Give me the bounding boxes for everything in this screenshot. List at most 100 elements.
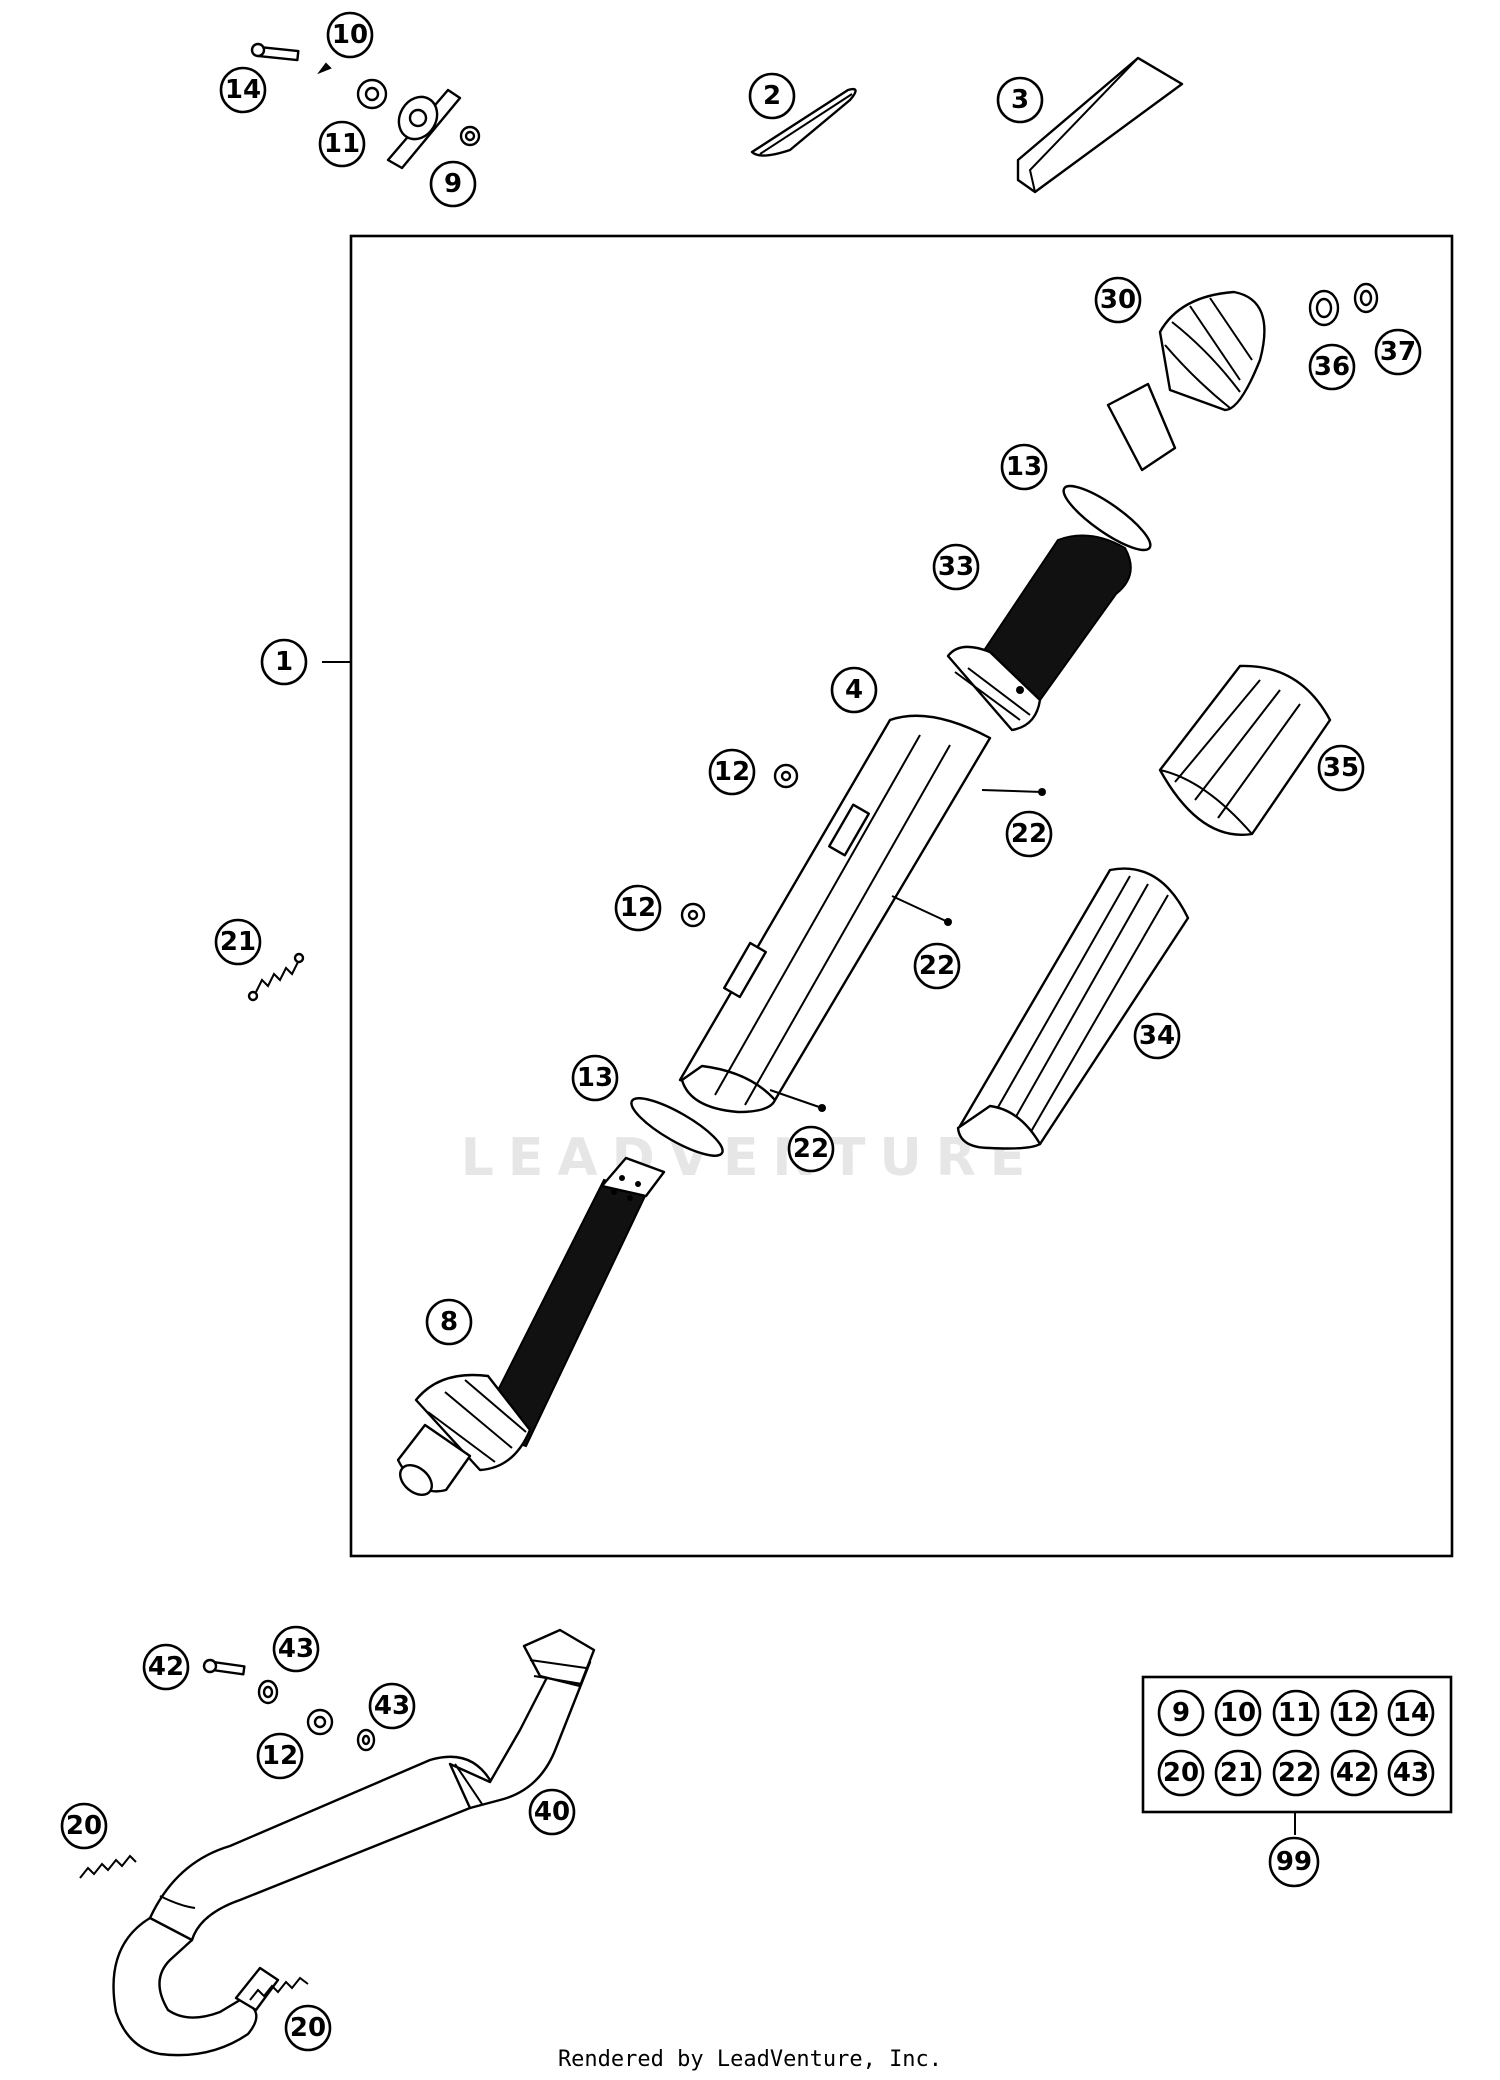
callout-8: 8: [425, 1298, 473, 1346]
svg-text:10: 10: [1220, 1698, 1256, 1728]
svg-text:14: 14: [1393, 1698, 1429, 1728]
callout-30: 30: [1094, 276, 1142, 324]
svg-text:11: 11: [1278, 1698, 1314, 1728]
nut-37: [1353, 282, 1379, 314]
kit-item-11: 11: [1272, 1689, 1320, 1737]
svg-text:22: 22: [1278, 1758, 1314, 1788]
kit-item-10: 10: [1214, 1689, 1262, 1737]
screw-22-top: [981, 788, 1046, 796]
svg-text:35: 35: [1323, 753, 1359, 783]
callout-37: 37: [1374, 328, 1422, 376]
svg-text:1: 1: [275, 647, 293, 677]
svg-text:43: 43: [1393, 1758, 1429, 1788]
callout-43-b: 43: [368, 1682, 416, 1730]
svg-text:43: 43: [374, 1691, 410, 1721]
svg-text:13: 13: [1006, 452, 1042, 482]
svg-text:21: 21: [220, 927, 256, 957]
svg-text:20: 20: [66, 1811, 102, 1841]
callout-1: 1: [260, 638, 308, 686]
kit-item-9: 9: [1157, 1689, 1205, 1737]
callout-4: 4: [830, 666, 878, 714]
callout-22-middle: 22: [913, 942, 961, 990]
svg-text:11: 11: [324, 129, 360, 159]
callout-12-header: 12: [256, 1732, 304, 1780]
svg-text:21: 21: [1220, 1758, 1256, 1788]
callout-20-upper: 20: [60, 1802, 108, 1850]
svg-text:8: 8: [440, 1307, 458, 1337]
callout-33: 33: [932, 543, 980, 591]
kit-item-43: 43: [1387, 1749, 1435, 1797]
o-ring-13-lower: [630, 1097, 724, 1157]
svg-text:10: 10: [332, 20, 368, 50]
svg-text:4: 4: [845, 675, 863, 705]
svg-text:33: 33: [938, 552, 974, 582]
callout-3: 3: [996, 76, 1044, 124]
bolt-14: [250, 42, 300, 62]
washer-43-a: [257, 1679, 279, 1705]
washer-36: [1308, 289, 1340, 327]
svg-text:20: 20: [290, 2013, 326, 2043]
silencer-assembly-frame: [349, 234, 1454, 1558]
watermark: LEADVENTURE: [461, 1128, 1040, 1188]
callout-21: 21: [214, 918, 262, 966]
svg-text:12: 12: [262, 1741, 298, 1771]
callout-20-lower: 20: [284, 2004, 332, 2052]
callout-43-a: 43: [272, 1625, 320, 1673]
kit-item-22: 22: [1272, 1749, 1320, 1797]
svg-text:22: 22: [919, 951, 955, 981]
callout-13-upper: 13: [1000, 443, 1048, 491]
callout-2: 2: [748, 72, 796, 120]
callout-22-top: 22: [1005, 810, 1053, 858]
kit-item-12: 12: [1330, 1689, 1378, 1737]
svg-text:9: 9: [1172, 1698, 1190, 1728]
svg-text:22: 22: [793, 1134, 829, 1164]
svg-text:12: 12: [620, 893, 656, 923]
svg-text:37: 37: [1380, 337, 1416, 367]
washer-10: [317, 62, 332, 75]
svg-text:40: 40: [534, 1797, 570, 1827]
nut-12-header: [306, 1708, 334, 1736]
svg-text:34: 34: [1139, 1021, 1175, 1051]
callout-40: 40: [528, 1788, 576, 1836]
svg-text:36: 36: [1314, 352, 1350, 382]
heat-shield-3: [1016, 56, 1184, 194]
svg-text:13: 13: [577, 1063, 613, 1093]
protection-strip-2: [750, 87, 857, 157]
footer-credit: Rendered by LeadVenture, Inc.: [558, 2047, 942, 2072]
svg-text:2: 2: [763, 81, 781, 111]
end-cap-30: [1106, 290, 1266, 472]
kit-item-14: 14: [1387, 1689, 1435, 1737]
callout-11: 11: [318, 120, 366, 168]
callout-13-lower: 13: [571, 1054, 619, 1102]
kit-item-42: 42: [1330, 1749, 1378, 1797]
svg-text:30: 30: [1100, 285, 1136, 315]
svg-text:22: 22: [1011, 819, 1047, 849]
svg-text:20: 20: [1163, 1758, 1199, 1788]
callout-12-lower: 12: [614, 884, 662, 932]
screw-22-middle: [891, 895, 952, 926]
packing-35: [1158, 664, 1332, 836]
inner-pipe-8: [396, 1156, 666, 1496]
callout-10: 10: [326, 11, 374, 59]
callout-22-bottom: 22: [787, 1125, 835, 1173]
header-pipe-40: [112, 1628, 596, 2057]
svg-text:42: 42: [148, 1652, 184, 1682]
screw-22-bottom: [769, 1089, 826, 1112]
spring-20-lower: [249, 1976, 309, 2001]
nut-12-lower: [680, 902, 706, 928]
hardware-kit-box: [1141, 1675, 1453, 1814]
spring-20-upper: [79, 1854, 137, 1879]
callout-12-upper: 12: [708, 748, 756, 796]
perforated-tube-33: [946, 534, 1132, 732]
rubber-mount-bracket: [386, 88, 462, 170]
callout-34: 34: [1133, 1012, 1181, 1060]
callout-35: 35: [1317, 744, 1365, 792]
spring-21: [247, 952, 305, 1002]
callout-36: 36: [1308, 343, 1356, 391]
svg-text:12: 12: [714, 757, 750, 787]
packing-34: [956, 867, 1190, 1150]
callout-9: 9: [429, 160, 477, 208]
svg-text:12: 12: [1336, 1698, 1372, 1728]
kit-item-21: 21: [1214, 1749, 1262, 1797]
